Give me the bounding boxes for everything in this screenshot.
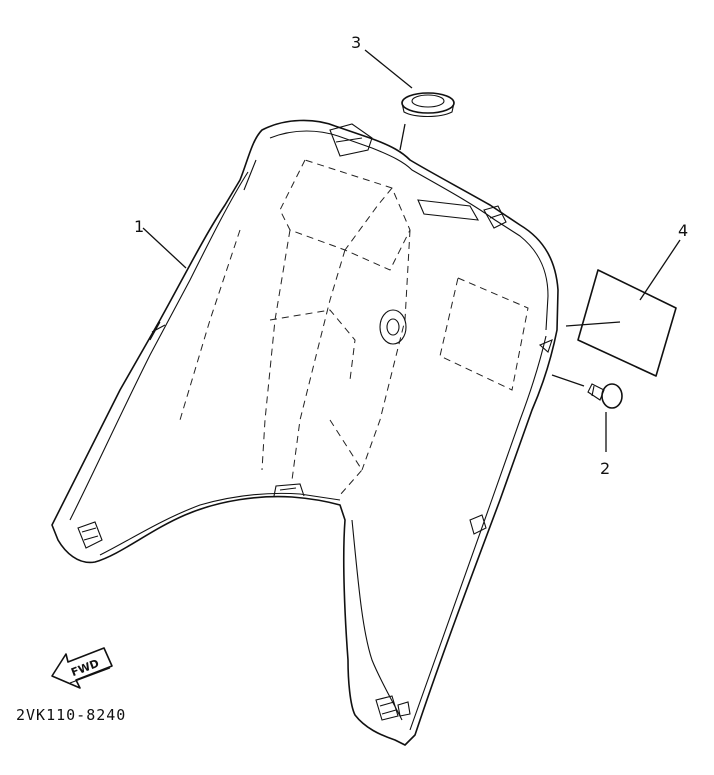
callout-3: 3 xyxy=(351,33,361,52)
grommet xyxy=(401,92,455,118)
part-code: 2VK110-8240 xyxy=(16,706,127,724)
callout-4: 4 xyxy=(678,221,688,240)
leader-lines xyxy=(142,49,681,452)
screw xyxy=(587,383,623,409)
callout-2: 2 xyxy=(600,459,610,478)
leg-shield-panel xyxy=(51,119,559,746)
label-plate xyxy=(577,269,677,377)
fwd-arrow-icon: FWD xyxy=(51,647,113,689)
callout-1: 1 xyxy=(134,217,144,236)
